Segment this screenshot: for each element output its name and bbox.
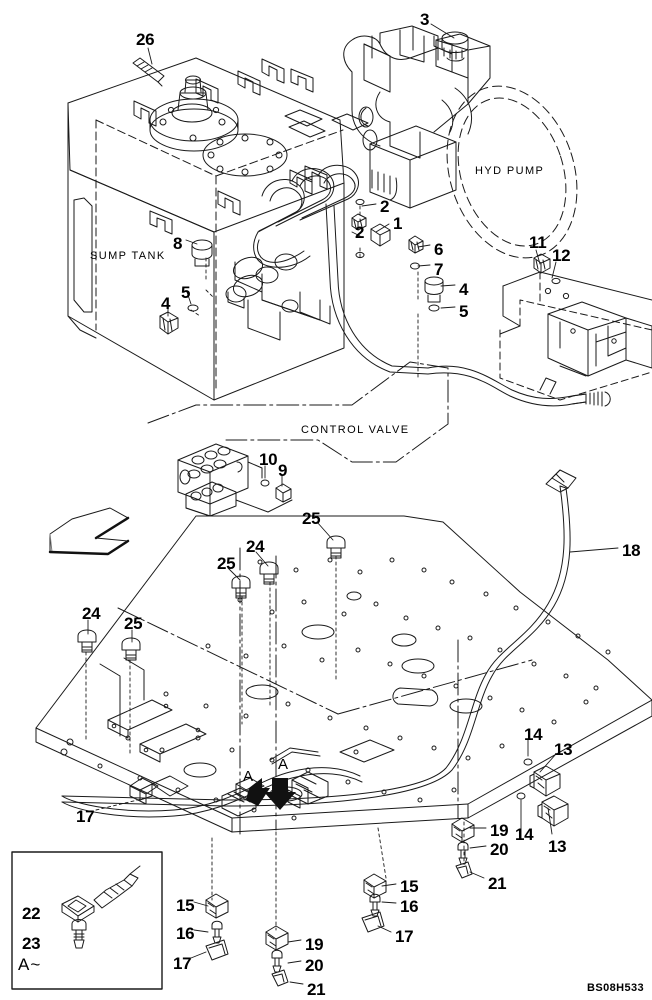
callout-number-21: 21 (488, 874, 507, 893)
sump-tank-body (67, 57, 369, 401)
callout-number-14: 14 (515, 825, 534, 844)
callout-number-15: 15 (176, 896, 195, 915)
callout-number-20: 20 (490, 840, 509, 859)
hose-bundle (225, 164, 429, 375)
callout-number-14: 14 (524, 725, 543, 744)
callout-number-5: 5 (181, 283, 191, 302)
section-arrow-label-a-right: A (278, 756, 289, 773)
callout-number-2: 2 (380, 197, 390, 216)
callout-number-1: 1 (393, 214, 403, 233)
control-valve-block (177, 443, 293, 517)
callout-number-8: 8 (173, 234, 183, 253)
callout-number-24: 24 (246, 537, 265, 556)
right-valve-bracket (499, 271, 652, 401)
callout-number-25: 25 (217, 554, 236, 573)
inset-box (11, 851, 163, 990)
callout-number-13: 13 (548, 837, 567, 856)
deck-harness (61, 747, 363, 818)
callout-number-13: 13 (554, 740, 573, 759)
hardware-parts (77, 31, 569, 987)
callout-number-4: 4 (459, 280, 469, 299)
callout-number-23: 23 (22, 934, 41, 953)
callout-number-18: 18 (622, 541, 641, 560)
callout-number-16: 16 (400, 897, 419, 916)
outlet-tube (427, 365, 611, 407)
lower-platform (35, 515, 652, 837)
callout-number-4: 4 (161, 294, 171, 313)
hose-18 (61, 469, 577, 817)
callout-number-16: 16 (176, 924, 195, 943)
callout-number-25: 25 (302, 509, 321, 528)
callout-number-10: 10 (259, 450, 278, 469)
callout-number-9: 9 (278, 461, 288, 480)
inset-section-label: A~ (18, 955, 42, 974)
callout-number-19: 19 (305, 935, 324, 954)
callout-number-24: 24 (82, 604, 101, 623)
section-arrow-label-a-left: A (243, 768, 254, 785)
component-label-control-valve: CONTROL VALVE (301, 424, 410, 436)
callout-number-11: 11 (529, 233, 547, 252)
section-arrow-shapes (246, 778, 296, 810)
callout-number-19: 19 (490, 821, 509, 840)
hyd-pump-assembly (343, 25, 491, 209)
callout-number-3: 3 (420, 10, 430, 29)
callout-number-25: 25 (124, 614, 143, 633)
callout-number-5: 5 (459, 302, 469, 321)
callout-number-17: 17 (76, 807, 95, 826)
drawing-number: BS08H533 (586, 982, 644, 994)
component-label-hyd-pump: HYD PUMP (475, 165, 545, 177)
callout-number-17: 17 (173, 954, 192, 973)
view-direction-arrow (48, 507, 130, 556)
callout-number-15: 15 (400, 877, 419, 896)
callout-number-2: 2 (355, 223, 365, 242)
callout-number-22: 22 (22, 904, 41, 923)
callout-number-6: 6 (434, 240, 444, 259)
control-valve-boundary (147, 361, 449, 463)
callout-number-7: 7 (434, 260, 444, 279)
callout-number-20: 20 (305, 956, 324, 975)
callout-number-17: 17 (395, 927, 414, 946)
callout-number-12: 12 (552, 246, 571, 265)
callout-number-21: 21 (307, 980, 326, 999)
component-label-sump-tank: SUMP TANK (90, 250, 166, 262)
hyd-pump-ring (446, 85, 578, 259)
callout-number-26: 26 (136, 30, 155, 49)
